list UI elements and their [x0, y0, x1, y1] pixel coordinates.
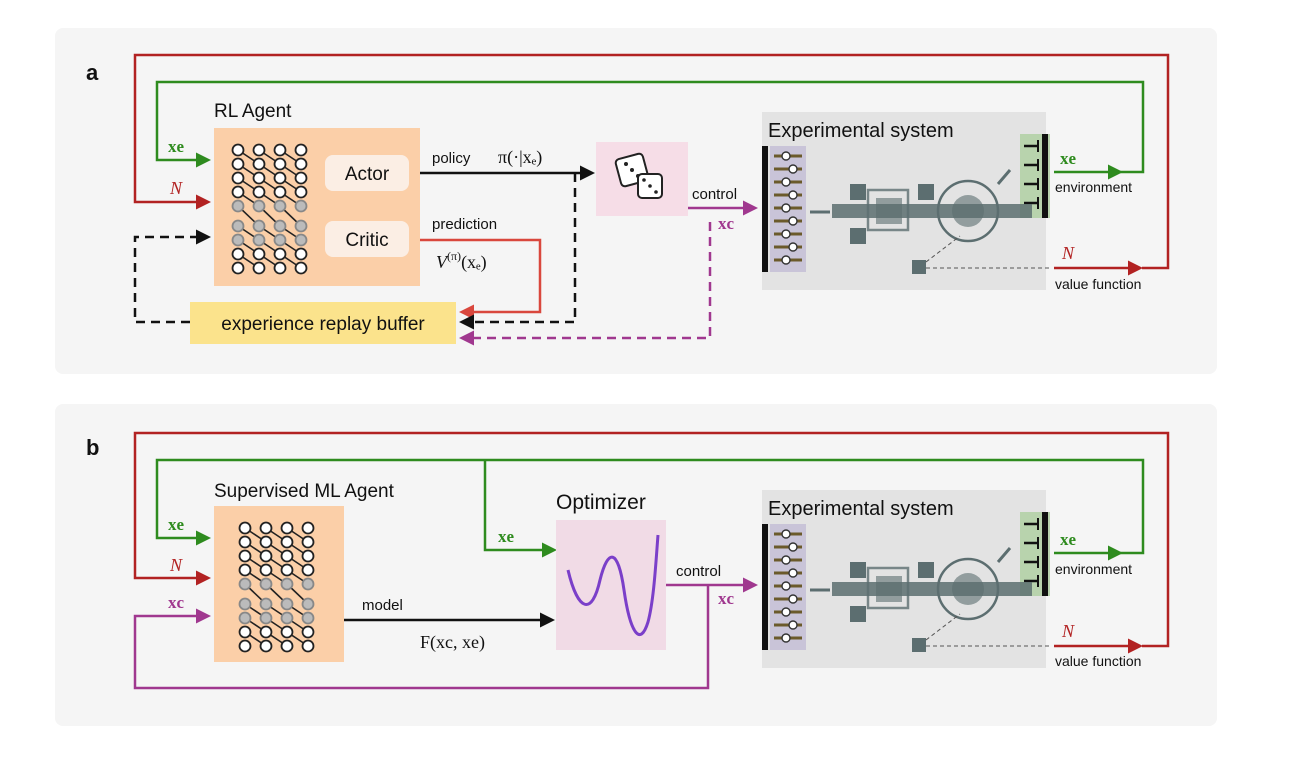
xc-label-b: xc: [718, 589, 735, 608]
critic-box: [325, 221, 409, 257]
xc-input-label-b: xc: [168, 593, 185, 612]
dice-icon: [614, 152, 663, 199]
n-feedback-loop-b: [133, 431, 1170, 648]
value-function-label-b: value function: [1055, 653, 1141, 669]
panel-b: b xe N xc xe Supervised ML Agent model F…: [55, 404, 1217, 726]
experimental-system-b: [762, 490, 1050, 668]
panel-b-letter: b: [86, 435, 99, 460]
model-math: F(xc, xe): [420, 632, 485, 653]
actor-box: [325, 155, 409, 191]
buffer-to-agent-dashed: [133, 229, 211, 324]
panel-a: a xe N RL Agent Actor Critic policy π(·|…: [55, 28, 1217, 374]
value-function-label-a: value function: [1055, 276, 1141, 292]
policy-to-buffer-dashed: [459, 173, 577, 330]
policy-label: policy: [432, 150, 471, 167]
control-to-buffer-dashed: [459, 222, 712, 346]
experimental-system-a: [762, 112, 1050, 290]
control-label-a: control: [692, 186, 737, 203]
xe-output-label-a: xe: [1060, 149, 1077, 168]
xc-feedback-loop-b: [133, 585, 710, 690]
n-input-label-b: N: [169, 555, 183, 575]
system-title-b: Experimental system: [768, 498, 954, 520]
xe-output-label-b: xe: [1060, 530, 1077, 549]
xe-to-optimizer: [483, 460, 557, 558]
prediction-arrow: [420, 238, 542, 320]
xe-input-label-b: xe: [168, 515, 185, 534]
prediction-label: prediction: [432, 216, 497, 233]
n-input-label-a: N: [169, 178, 183, 198]
system-title-a: Experimental system: [768, 120, 954, 142]
environment-label-b: environment: [1055, 561, 1132, 577]
actor-label: Actor: [345, 164, 390, 185]
control-label-b: control: [676, 563, 721, 580]
n-output-label-a: N: [1061, 243, 1075, 263]
xe-input-label-a: xe: [168, 137, 185, 156]
buffer-label: experience replay buffer: [221, 314, 425, 335]
environment-label-a: environment: [1055, 179, 1132, 195]
rl-agent-box: [214, 128, 420, 286]
supervised-agent-box: [214, 506, 344, 662]
xe-feedback-loop-b: [155, 458, 1145, 555]
optimizer-title: Optimizer: [556, 491, 646, 514]
experience-replay-buffer: [190, 302, 456, 344]
rl-agent-title: RL Agent: [214, 101, 292, 122]
loss-curve: [566, 534, 660, 636]
n-output-label-b: N: [1061, 621, 1075, 641]
panel-a-letter: a: [86, 60, 99, 85]
model-label: model: [362, 597, 403, 614]
neural-network-icon-a: [231, 143, 308, 275]
xe-feedback-loop-a: [155, 80, 1145, 174]
xc-label-a: xc: [718, 214, 735, 233]
value-math: V(π)(xₑ): [436, 249, 487, 273]
neural-network-icon-b: [238, 521, 315, 653]
critic-label: Critic: [345, 230, 388, 251]
optimizer-box: [556, 520, 666, 650]
policy-math: π(·|xₑ): [498, 147, 542, 168]
n-feedback-loop-a: [133, 53, 1170, 270]
optimizer-xe-label: xe: [498, 527, 515, 546]
supervised-agent-title: Supervised ML Agent: [214, 481, 395, 502]
